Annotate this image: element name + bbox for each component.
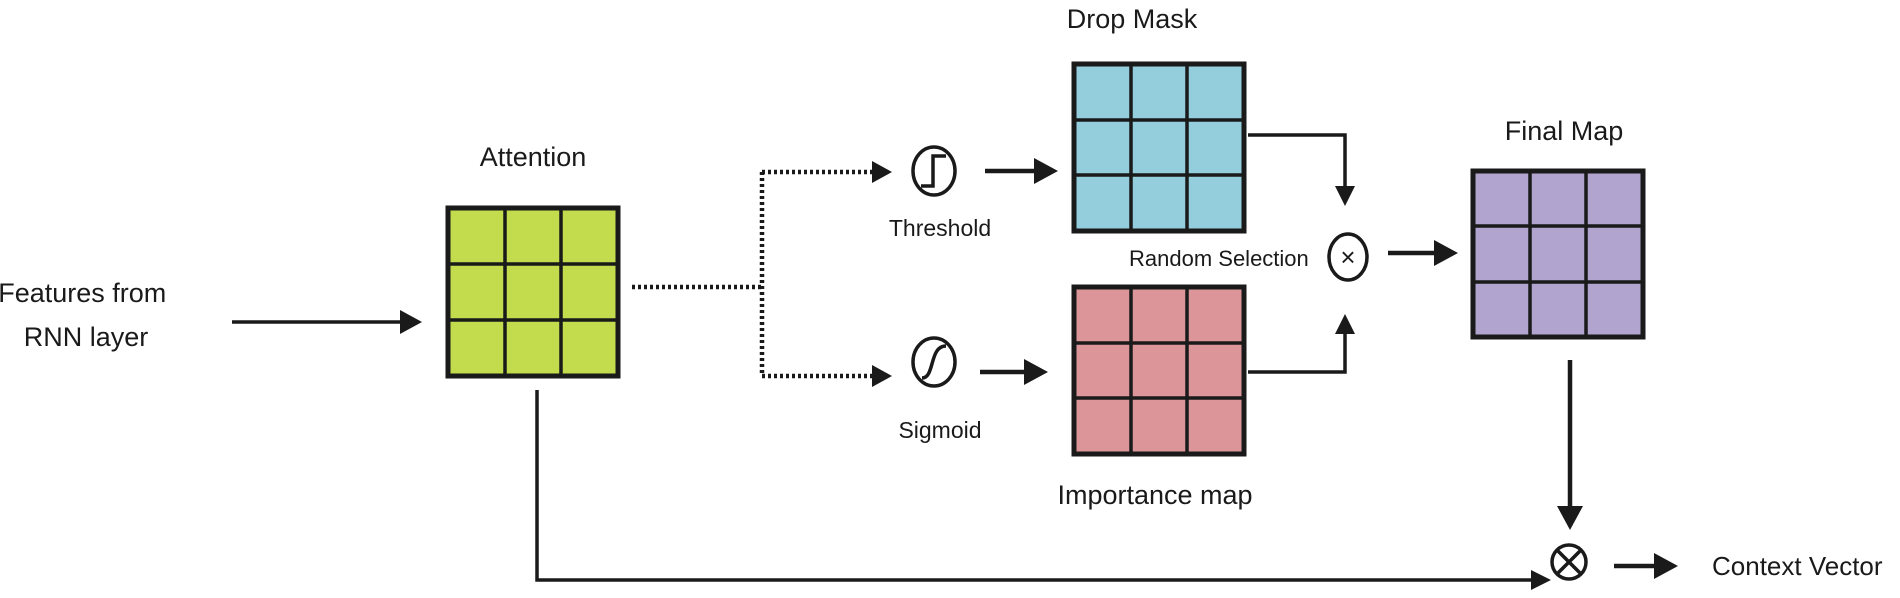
context-vector-label: Context Vector — [1712, 551, 1883, 581]
importance-map-grid — [1071, 284, 1247, 457]
sigmoid-node — [911, 336, 957, 388]
attention-label: Attention — [480, 142, 587, 172]
random-selection-label: Random Selection — [1129, 246, 1309, 271]
features-label: Features from RNN layer — [0, 278, 174, 352]
attention-to-combine-connector — [535, 390, 1551, 590]
attention-grid — [445, 205, 621, 379]
importance-map-label: Importance map — [1057, 480, 1252, 510]
sigmoid-label: Sigmoid — [898, 417, 981, 443]
attention-grid-fill — [446, 206, 620, 378]
threshold-node — [911, 145, 957, 197]
final-map-grid — [1470, 168, 1646, 340]
drop-mask-grid — [1071, 61, 1247, 234]
input-arrow-head — [400, 310, 422, 334]
final-map-grid-fill — [1471, 169, 1645, 339]
drop-mask-label: Drop Mask — [1067, 4, 1198, 34]
step-function-icon — [921, 154, 946, 188]
random-selection-node: × — [1327, 232, 1369, 282]
importance-map-grid-fill — [1072, 285, 1246, 456]
importance-to-selection-connector — [1248, 314, 1355, 374]
threshold-label: Threshold — [889, 215, 991, 241]
multiply-symbol: × — [1340, 242, 1355, 272]
dropmask-to-selection-connector — [1248, 133, 1355, 206]
drop-mask-grid-fill — [1072, 62, 1246, 233]
sigmoid-curve-icon — [921, 344, 947, 380]
context-combine-node — [1550, 543, 1588, 581]
branch-connector — [632, 161, 892, 387]
final-map-label: Final Map — [1505, 116, 1624, 146]
